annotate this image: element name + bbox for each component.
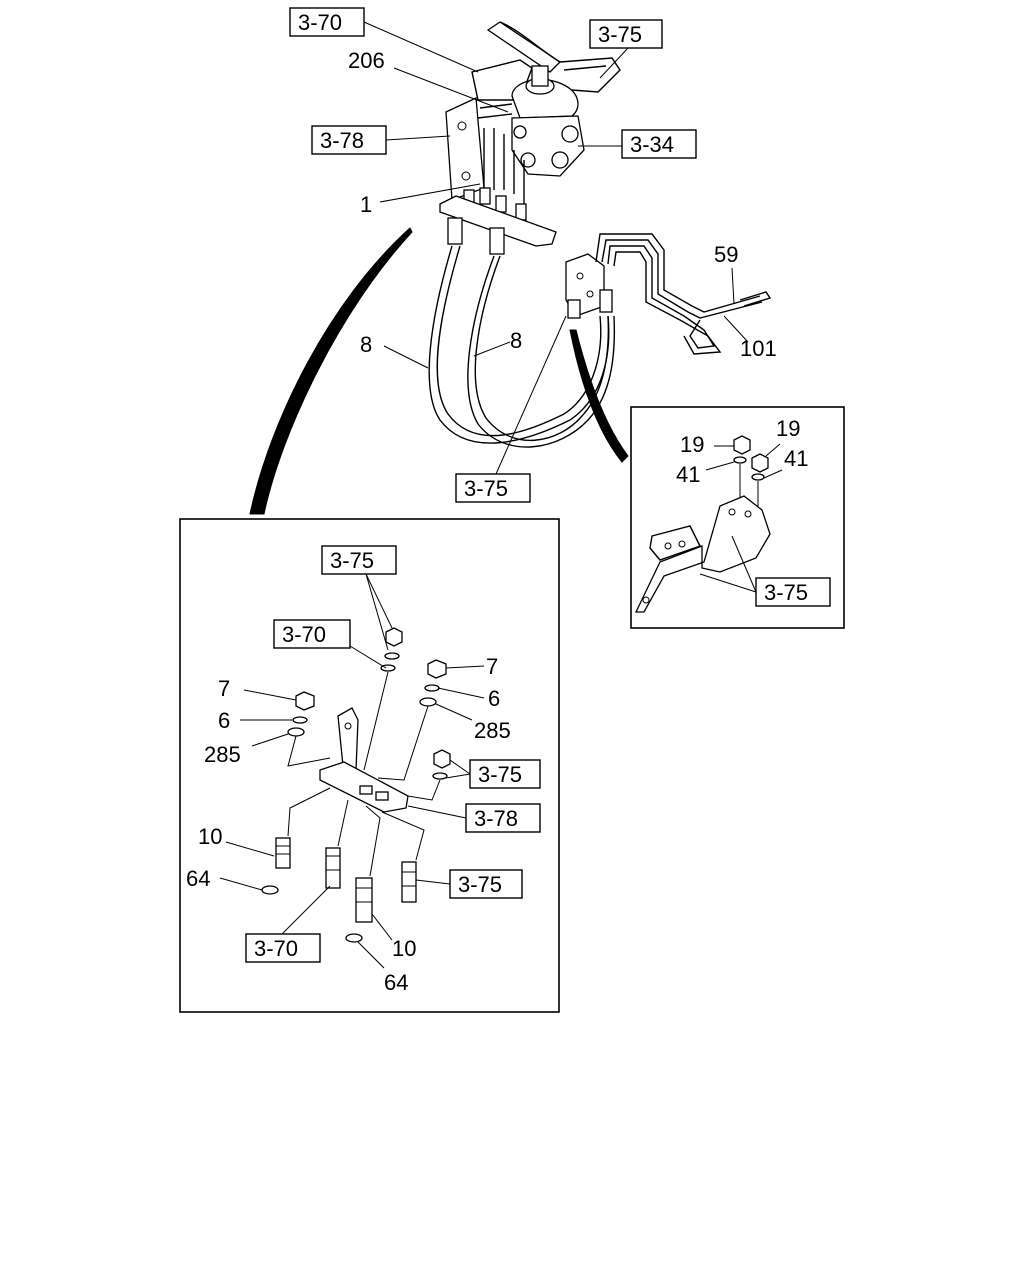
ref-3-75-hose: 3-75 [464, 476, 508, 501]
ref-3-34: 3-34 [630, 132, 674, 157]
ref-3-70-detail: 3-70 [282, 622, 326, 647]
callout-6-left: 6 [218, 708, 230, 733]
ref-3-75-right-detail: 3-75 [764, 580, 808, 605]
callout-19-left: 19 [680, 432, 704, 457]
ref-3-75-detail-mid: 3-75 [478, 762, 522, 787]
ref-3-75-detail-low: 3-75 [458, 872, 502, 897]
callout-6-right: 6 [488, 686, 500, 711]
pointer-to-left-detail [249, 227, 413, 515]
detail-view-left [179, 518, 560, 1013]
callout-10-left: 10 [198, 824, 222, 849]
ref-3-75-top: 3-75 [598, 22, 642, 47]
ref-3-75-detail-top: 3-75 [330, 548, 374, 573]
callout-8-right: 8 [510, 328, 522, 353]
callout-285-right: 285 [474, 718, 511, 743]
valve-assembly [439, 21, 621, 255]
callout-8-left: 8 [360, 332, 372, 357]
callout-64-left: 64 [186, 866, 210, 891]
callout-1: 1 [360, 192, 372, 217]
ref-3-70-detail-bottom: 3-70 [254, 936, 298, 961]
callout-41-left: 41 [676, 462, 700, 487]
callout-59: 59 [714, 242, 738, 267]
callout-285-left: 285 [204, 742, 241, 767]
callout-7-left: 7 [218, 676, 230, 701]
callout-19-right: 19 [776, 416, 800, 441]
callout-206: 206 [348, 48, 385, 73]
ref-3-70-top: 3-70 [298, 10, 342, 35]
pipe-bracket [565, 233, 772, 355]
pointer-to-right-detail [569, 329, 629, 463]
callout-64-right: 64 [384, 970, 408, 995]
hoses [428, 245, 616, 448]
callout-101: 101 [740, 336, 777, 361]
callout-41-right: 41 [784, 446, 808, 471]
callout-10-right: 10 [392, 936, 416, 961]
ref-3-78-top: 3-78 [320, 128, 364, 153]
ref-3-78-detail: 3-78 [474, 806, 518, 831]
callout-7-right: 7 [486, 654, 498, 679]
detail-view-right [630, 406, 845, 629]
